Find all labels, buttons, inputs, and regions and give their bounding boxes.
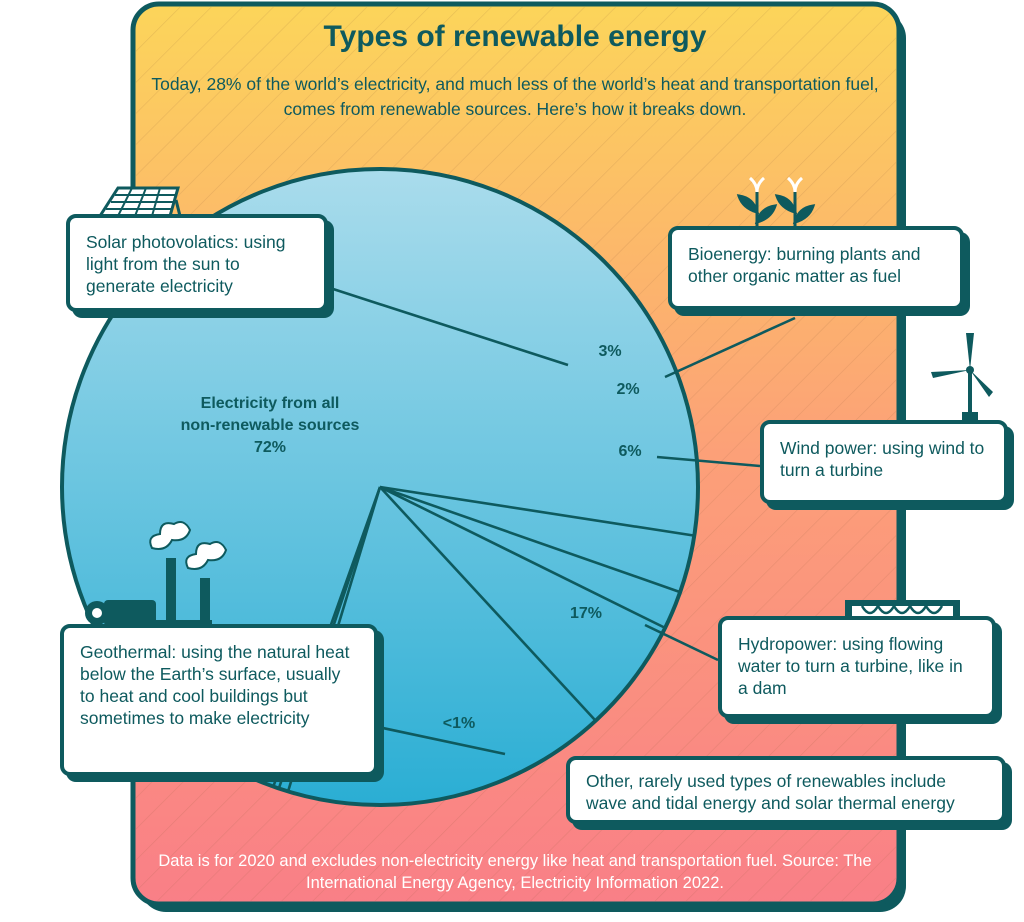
page-subtitle: Today, 28% of the world’s electricity, a… <box>151 74 879 119</box>
slice-label-bioenergy: 2% <box>616 381 640 398</box>
solar-card: Solar photovolatics: using light from th… <box>66 214 328 312</box>
slice-boundary <box>379 485 666 630</box>
bioenergy-card: Bioenergy: burning plants and other orga… <box>668 226 964 310</box>
nonrenewable-label: Electricity from all non-renewable sourc… <box>150 393 390 459</box>
other-card: Other, rarely used types of renewables i… <box>566 756 1006 824</box>
bioenergy-leader <box>664 316 796 379</box>
nonrenewable-label-line1: Electricity from all <box>200 395 340 412</box>
solar-leader <box>329 286 569 367</box>
page-title: Types of renewable energy <box>323 20 707 53</box>
slice-boundary <box>379 485 695 537</box>
slice-label-solar: 3% <box>598 343 622 360</box>
wind-turbine-icon <box>931 333 993 422</box>
nonrenewable-label-percent: 72% <box>253 439 287 456</box>
plant-sprouts-icon <box>736 176 816 232</box>
slice-boundary <box>379 486 597 722</box>
leader-lines <box>329 286 796 756</box>
wind-leader <box>656 455 761 468</box>
footnote: Data is for 2020 and excludes non-electr… <box>158 852 872 892</box>
wind-card: Wind power: using wind to turn a turbine <box>760 420 1008 504</box>
slice-label-wind: 6% <box>618 443 642 460</box>
slice-label-geothermal: <1% <box>442 715 476 732</box>
nonrenewable-label-line2: non-renewable sources <box>180 417 360 434</box>
hydro-card: Hydropower: using flowing water to turn … <box>718 616 996 718</box>
slice-boundary <box>379 485 681 594</box>
hydro-leader <box>644 623 719 662</box>
slice-label-hydro: 17% <box>569 605 603 622</box>
geothermal-card: Geothermal: using the natural heat below… <box>60 624 378 776</box>
solar-panel-icon <box>97 186 182 218</box>
geothermal-leader <box>377 725 506 756</box>
